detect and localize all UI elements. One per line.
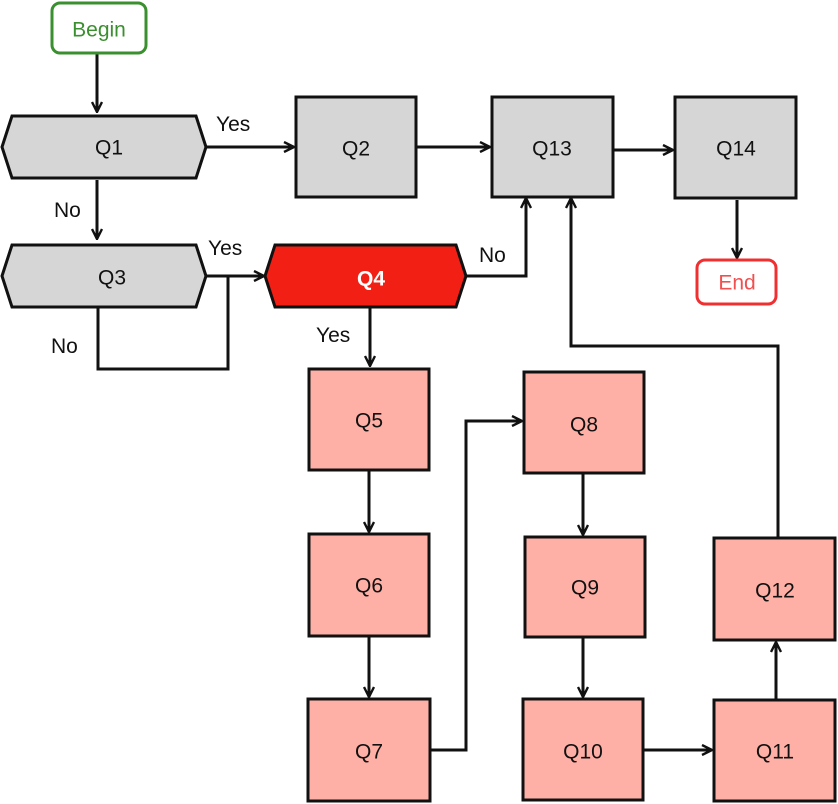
edge-label-q3-yes: Yes [208,237,242,260]
node-q4[interactable]: Q4 [263,243,468,309]
q2-box [294,95,418,199]
edge-label-q4-no: No [479,244,506,267]
edge-label-q3-no: No [51,335,78,358]
q8-box [522,370,646,475]
node-q8[interactable]: Q8 [522,370,646,475]
q14-box [673,95,798,200]
node-q13[interactable]: Q13 [490,95,615,199]
q2-label: Q2 [342,138,370,161]
begin-label: Begin [72,19,126,42]
edge-q3-q4-no [96,276,230,371]
end-label: End [718,272,755,295]
node-end[interactable]: End [695,258,778,306]
end-terminal-shape [695,258,778,306]
node-q2[interactable]: Q2 [294,95,418,199]
edge-label-q1-yes: Yes [216,113,250,136]
q3-decision-shape [0,243,208,309]
q8-label: Q8 [570,414,598,437]
q5-box [307,367,431,472]
node-q5[interactable]: Q5 [307,367,431,472]
edges [97,52,778,750]
q4-decision-shape [263,243,468,309]
node-begin[interactable]: Begin [50,1,148,55]
q12-box [712,536,837,642]
begin-terminal-shape [50,1,148,55]
node-q7[interactable]: Q7 [306,697,432,803]
q5-label: Q5 [355,410,383,433]
q9-label: Q9 [571,577,599,600]
q10-box [521,697,645,802]
node-q12[interactable]: Q12 [712,536,837,642]
q11-box [712,698,837,803]
q13-label: Q13 [532,138,572,161]
q4-label: Q4 [357,268,385,291]
q6-label: Q6 [355,575,383,598]
q7-label: Q7 [355,741,383,764]
q11-label: Q11 [756,741,794,764]
q10-label: Q10 [563,741,603,764]
edge-q12-q13 [571,198,780,537]
node-q6[interactable]: Q6 [307,532,431,638]
node-q14[interactable]: Q14 [673,95,798,200]
node-q1[interactable]: Q1 [0,114,208,180]
edge-q4-q13-no [466,198,526,278]
q6-box [307,532,431,638]
q14-label: Q14 [716,138,756,161]
q3-label: Q3 [98,267,126,290]
node-q3[interactable]: Q3 [0,243,208,309]
q13-box [490,95,615,199]
node-q9[interactable]: Q9 [523,535,647,639]
edge-label-q1-no: No [54,199,81,222]
edge-label-q4-yes: Yes [316,324,350,347]
edge-labels: Yes No Yes No No Yes [51,113,506,358]
q9-box [523,535,647,639]
node-q11[interactable]: Q11 [712,698,837,803]
q7-box [306,697,432,803]
q1-decision-shape [0,114,208,180]
node-q10[interactable]: Q10 [521,697,645,802]
q12-label: Q12 [755,580,795,603]
q1-label: Q1 [95,137,123,160]
edge-q7-q8 [431,421,522,752]
